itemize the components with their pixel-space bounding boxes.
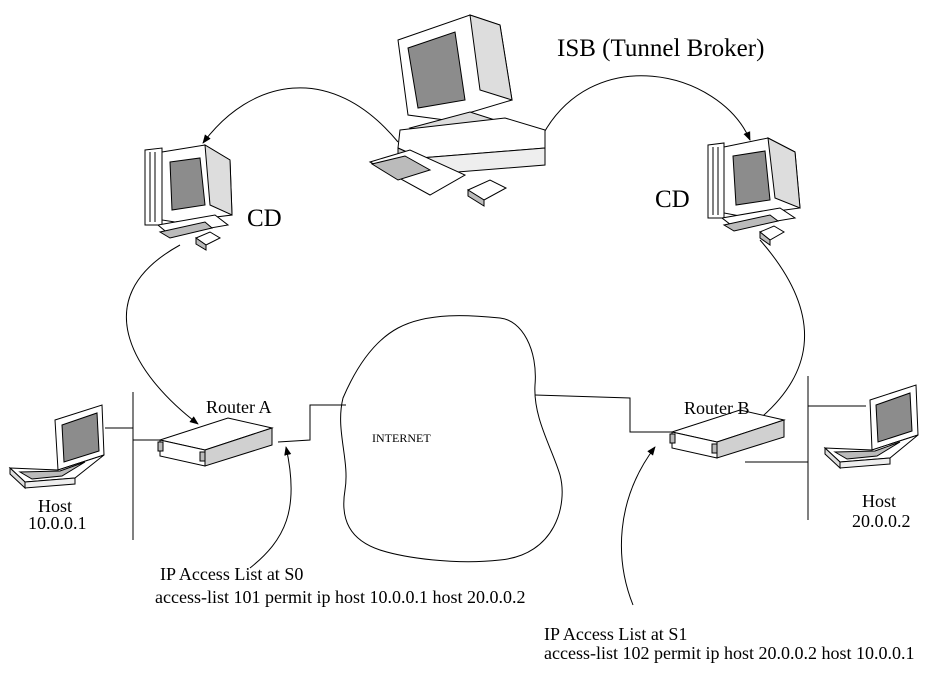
cd-left-label: CD [247, 205, 282, 232]
host-left-ip: 10.0.0.1 [28, 513, 87, 533]
acl-s0-pointer [249, 446, 292, 569]
router-b-icon [669, 409, 786, 459]
host-right-ip: 20.0.0.2 [852, 511, 911, 531]
router-b-label: Router B [684, 398, 750, 418]
link-cd-right-to-router-b [751, 239, 806, 426]
acl-s0-title: IP Access List at S0 [160, 564, 304, 584]
link-cd-left-to-router-a [126, 244, 199, 425]
acl-s1-rule: access-list 102 permit ip host 20.0.0.2 … [544, 643, 915, 663]
host-left-laptop-icon [8, 404, 105, 490]
isb-computer-icon [368, 14, 546, 207]
acl-s1-title: IP Access List at S1 [544, 624, 688, 644]
internet-label: INTERNET [372, 431, 431, 445]
host-right-laptop-icon [823, 384, 919, 470]
host-right-name: Host [862, 491, 897, 511]
acl-s0-rule: access-list 101 permit ip host 10.0.0.1 … [155, 587, 526, 607]
host-left-name: Host [38, 496, 73, 516]
internet-cloud-icon [340, 315, 563, 563]
acl-s1-pointer [621, 446, 656, 606]
network-wiring [105, 376, 866, 540]
cd-right-label: CD [655, 186, 690, 213]
isb-label: ISB (Tunnel Broker) [557, 35, 765, 62]
cd-right-computer-icon [707, 137, 801, 246]
router-a-label: Router A [206, 397, 272, 417]
link-isb-to-cd-right [539, 75, 751, 141]
link-isb-to-cd-left [202, 87, 399, 144]
router-a-icon [157, 417, 274, 467]
cd-left-computer-icon [144, 144, 233, 251]
